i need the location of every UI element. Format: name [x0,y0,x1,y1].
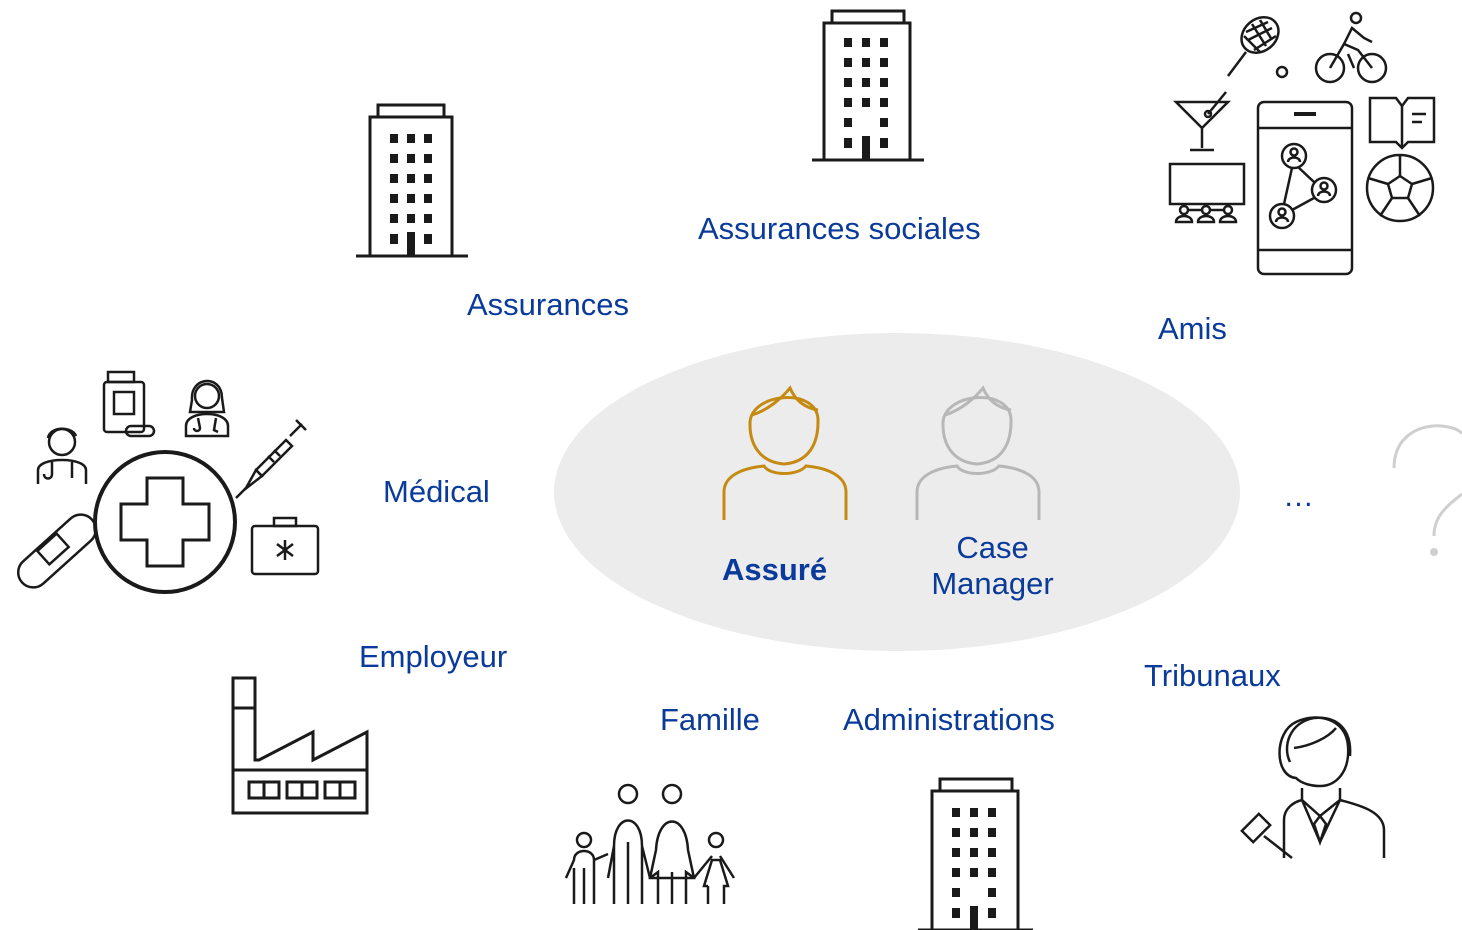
doctor-icon [36,427,88,484]
syringe-icon [235,419,307,499]
cocktail-icon [1172,91,1232,152]
pill-bottle-icon [102,370,156,438]
label-famille: Famille [660,702,760,737]
case-manager-line2: Manager [931,565,1054,601]
social-network-phone-icon [1168,11,1436,276]
label-amis: Amis [1158,311,1227,346]
label-ellipsis: … [1283,478,1314,513]
building-icon [918,777,1033,930]
judge-icon [1240,716,1386,859]
soccer-ball-icon [1365,153,1435,223]
case-manager-label: Case Manager [905,530,1080,601]
label-employeur: Employeur [359,639,508,674]
doctor-icon [184,379,230,438]
label-assurances-sociales: Assurances sociales [698,211,981,246]
medical-cross-icon [16,370,320,594]
gavel-icon [1240,812,1293,859]
building-icon [356,103,468,258]
label-administrations: Administrations [843,702,1055,737]
factory-icon [231,676,369,815]
label-tribunaux: Tribunaux [1144,658,1281,693]
label-assurances: Assurances [467,287,629,322]
question-mark-icon [1392,424,1462,556]
book-icon [1368,96,1436,150]
family-icon [564,783,736,904]
first-aid-kit-icon [250,516,320,576]
insured-label: Assuré [722,552,828,587]
center-ellipse [554,333,1240,651]
phone-icon [1256,100,1354,276]
person-insured-icon [722,385,848,520]
presentation-icon [1168,162,1246,224]
cyclist-icon [1314,11,1388,84]
tennis-racket-icon [1227,15,1289,79]
bandage-icon [16,513,98,589]
person-case-manager-icon [915,385,1041,520]
building-icon [812,9,924,162]
label-medical: Médical [383,474,490,509]
case-manager-line1: Case [956,530,1029,565]
